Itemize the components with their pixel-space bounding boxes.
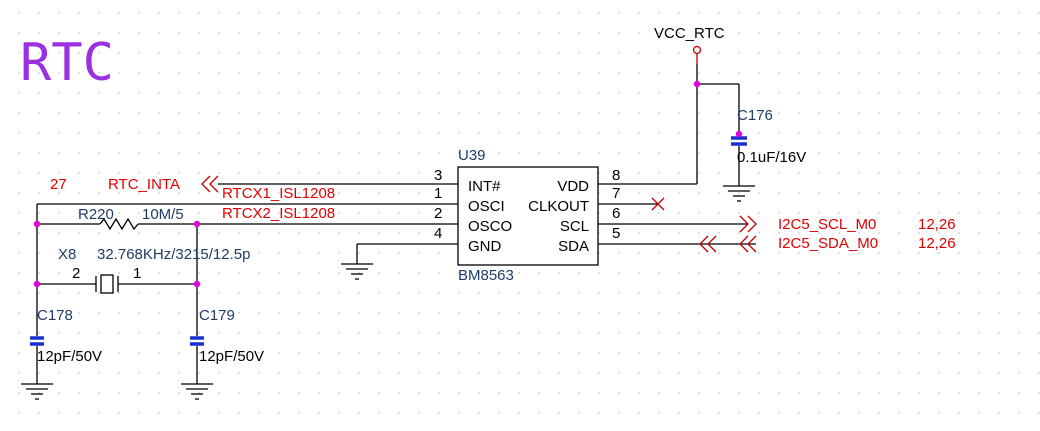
x8-pin-1: 1 — [133, 265, 141, 282]
clkout-no-connect[interactable] — [598, 197, 665, 211]
c176-value: 0.1uF/16V — [737, 149, 806, 166]
ground-symbol-icon — [341, 263, 373, 280]
x8-ref: X8 — [58, 246, 76, 263]
i2c-scl-page-ref: 12,26 — [918, 216, 956, 233]
resistor-zigzag-icon — [99, 217, 139, 231]
net-rtc-inta[interactable]: 27 RTC_INTA — [50, 175, 458, 193]
ic-body — [457, 166, 599, 266]
i2c-sda-page-ref: 12,26 — [918, 235, 956, 252]
pin-num-6: 6 — [612, 205, 620, 222]
pin-num-8: 8 — [612, 167, 620, 184]
resistor-r220[interactable]: R220 10M/5 — [37, 206, 197, 231]
pin-num-5: 5 — [612, 225, 620, 242]
capacitor-c179[interactable]: C179 12pF/50V — [181, 307, 264, 400]
off-page-connector-icon — [739, 215, 757, 233]
junction-dot — [735, 130, 743, 138]
pin-num-1: 1 — [434, 185, 442, 202]
pin-num-7: 7 — [612, 185, 620, 202]
r220-ref: R220 — [78, 206, 114, 223]
pin-name-sda: SDA — [558, 238, 589, 255]
ground-symbol-icon — [181, 383, 213, 400]
pin-num-3: 3 — [434, 167, 442, 184]
pin-name-osco: OSCO — [468, 218, 512, 235]
capacitor-c176[interactable]: C176 0.1uF/16V — [723, 84, 806, 202]
power-port-circle-icon — [692, 45, 702, 55]
junctions — [33, 80, 743, 288]
net-i2c-sda[interactable]: I2C5_SDA_M0 12,26 — [598, 235, 956, 253]
rtc-inta-label: RTC_INTA — [108, 176, 180, 193]
junction-dot — [193, 220, 201, 228]
ic-u39[interactable]: U39 BM8563 INT# OSCI OSCO GND VDD CLKOUT… — [434, 147, 620, 284]
rtc-inta-page-ref: 27 — [50, 176, 67, 193]
pin-name-scl: SCL — [560, 218, 589, 235]
i2c-sda-label: I2C5_SDA_M0 — [778, 235, 878, 252]
crystal-x8[interactable]: X8 32.768KHz/3215/12.5p 2 1 — [37, 246, 250, 294]
c176-ref: C176 — [737, 107, 773, 124]
pin-num-2: 2 — [434, 205, 442, 222]
crystal-icon — [95, 274, 119, 294]
sheet-title: RTC — [20, 33, 114, 93]
net-rtcx1[interactable]: RTCX1_ISL1208 — [37, 185, 458, 205]
r220-value: 10M/5 — [142, 206, 184, 223]
u39-part: BM8563 — [458, 267, 514, 284]
c179-ref: C179 — [199, 307, 235, 324]
off-page-connector-icon — [699, 235, 717, 253]
pin-num-4: 4 — [434, 225, 442, 242]
off-page-connector-icon — [201, 175, 219, 193]
pin-name-osci: OSCI — [468, 198, 505, 215]
c178-value: 12pF/50V — [37, 348, 102, 365]
pin-name-gnd: GND — [468, 238, 502, 255]
x8-pin-2: 2 — [72, 265, 80, 282]
junction-dot — [193, 280, 201, 288]
junction-dot — [33, 280, 41, 288]
rtcx1-label: RTCX1_ISL1208 — [222, 185, 335, 202]
net-rtcx2[interactable]: RTCX2_ISL1208 — [197, 205, 458, 225]
vcc-rtc-label: VCC_RTC — [654, 25, 725, 42]
i2c-scl-label: I2C5_SCL_M0 — [778, 216, 876, 233]
net-i2c-scl[interactable]: I2C5_SCL_M0 12,26 — [598, 215, 956, 233]
pin-name-int: INT# — [468, 178, 501, 195]
capacitor-c178[interactable]: C178 12pF/50V — [21, 307, 102, 400]
c179-value: 12pF/50V — [199, 348, 264, 365]
junction-dot — [33, 220, 41, 228]
no-connect-icon — [651, 197, 665, 211]
net-gnd[interactable] — [341, 243, 458, 280]
off-page-connector-icon — [739, 235, 757, 253]
c178-ref: C178 — [37, 307, 73, 324]
x8-value: 32.768KHz/3215/12.5p — [97, 246, 250, 263]
ground-symbol-icon — [21, 383, 53, 400]
junction-dot — [693, 80, 701, 88]
rtcx2-label: RTCX2_ISL1208 — [222, 205, 335, 222]
pin-name-clkout: CLKOUT — [528, 198, 589, 215]
pin-name-vdd: VDD — [557, 178, 589, 195]
u39-ref: U39 — [458, 147, 486, 164]
ground-symbol-icon — [723, 185, 755, 202]
